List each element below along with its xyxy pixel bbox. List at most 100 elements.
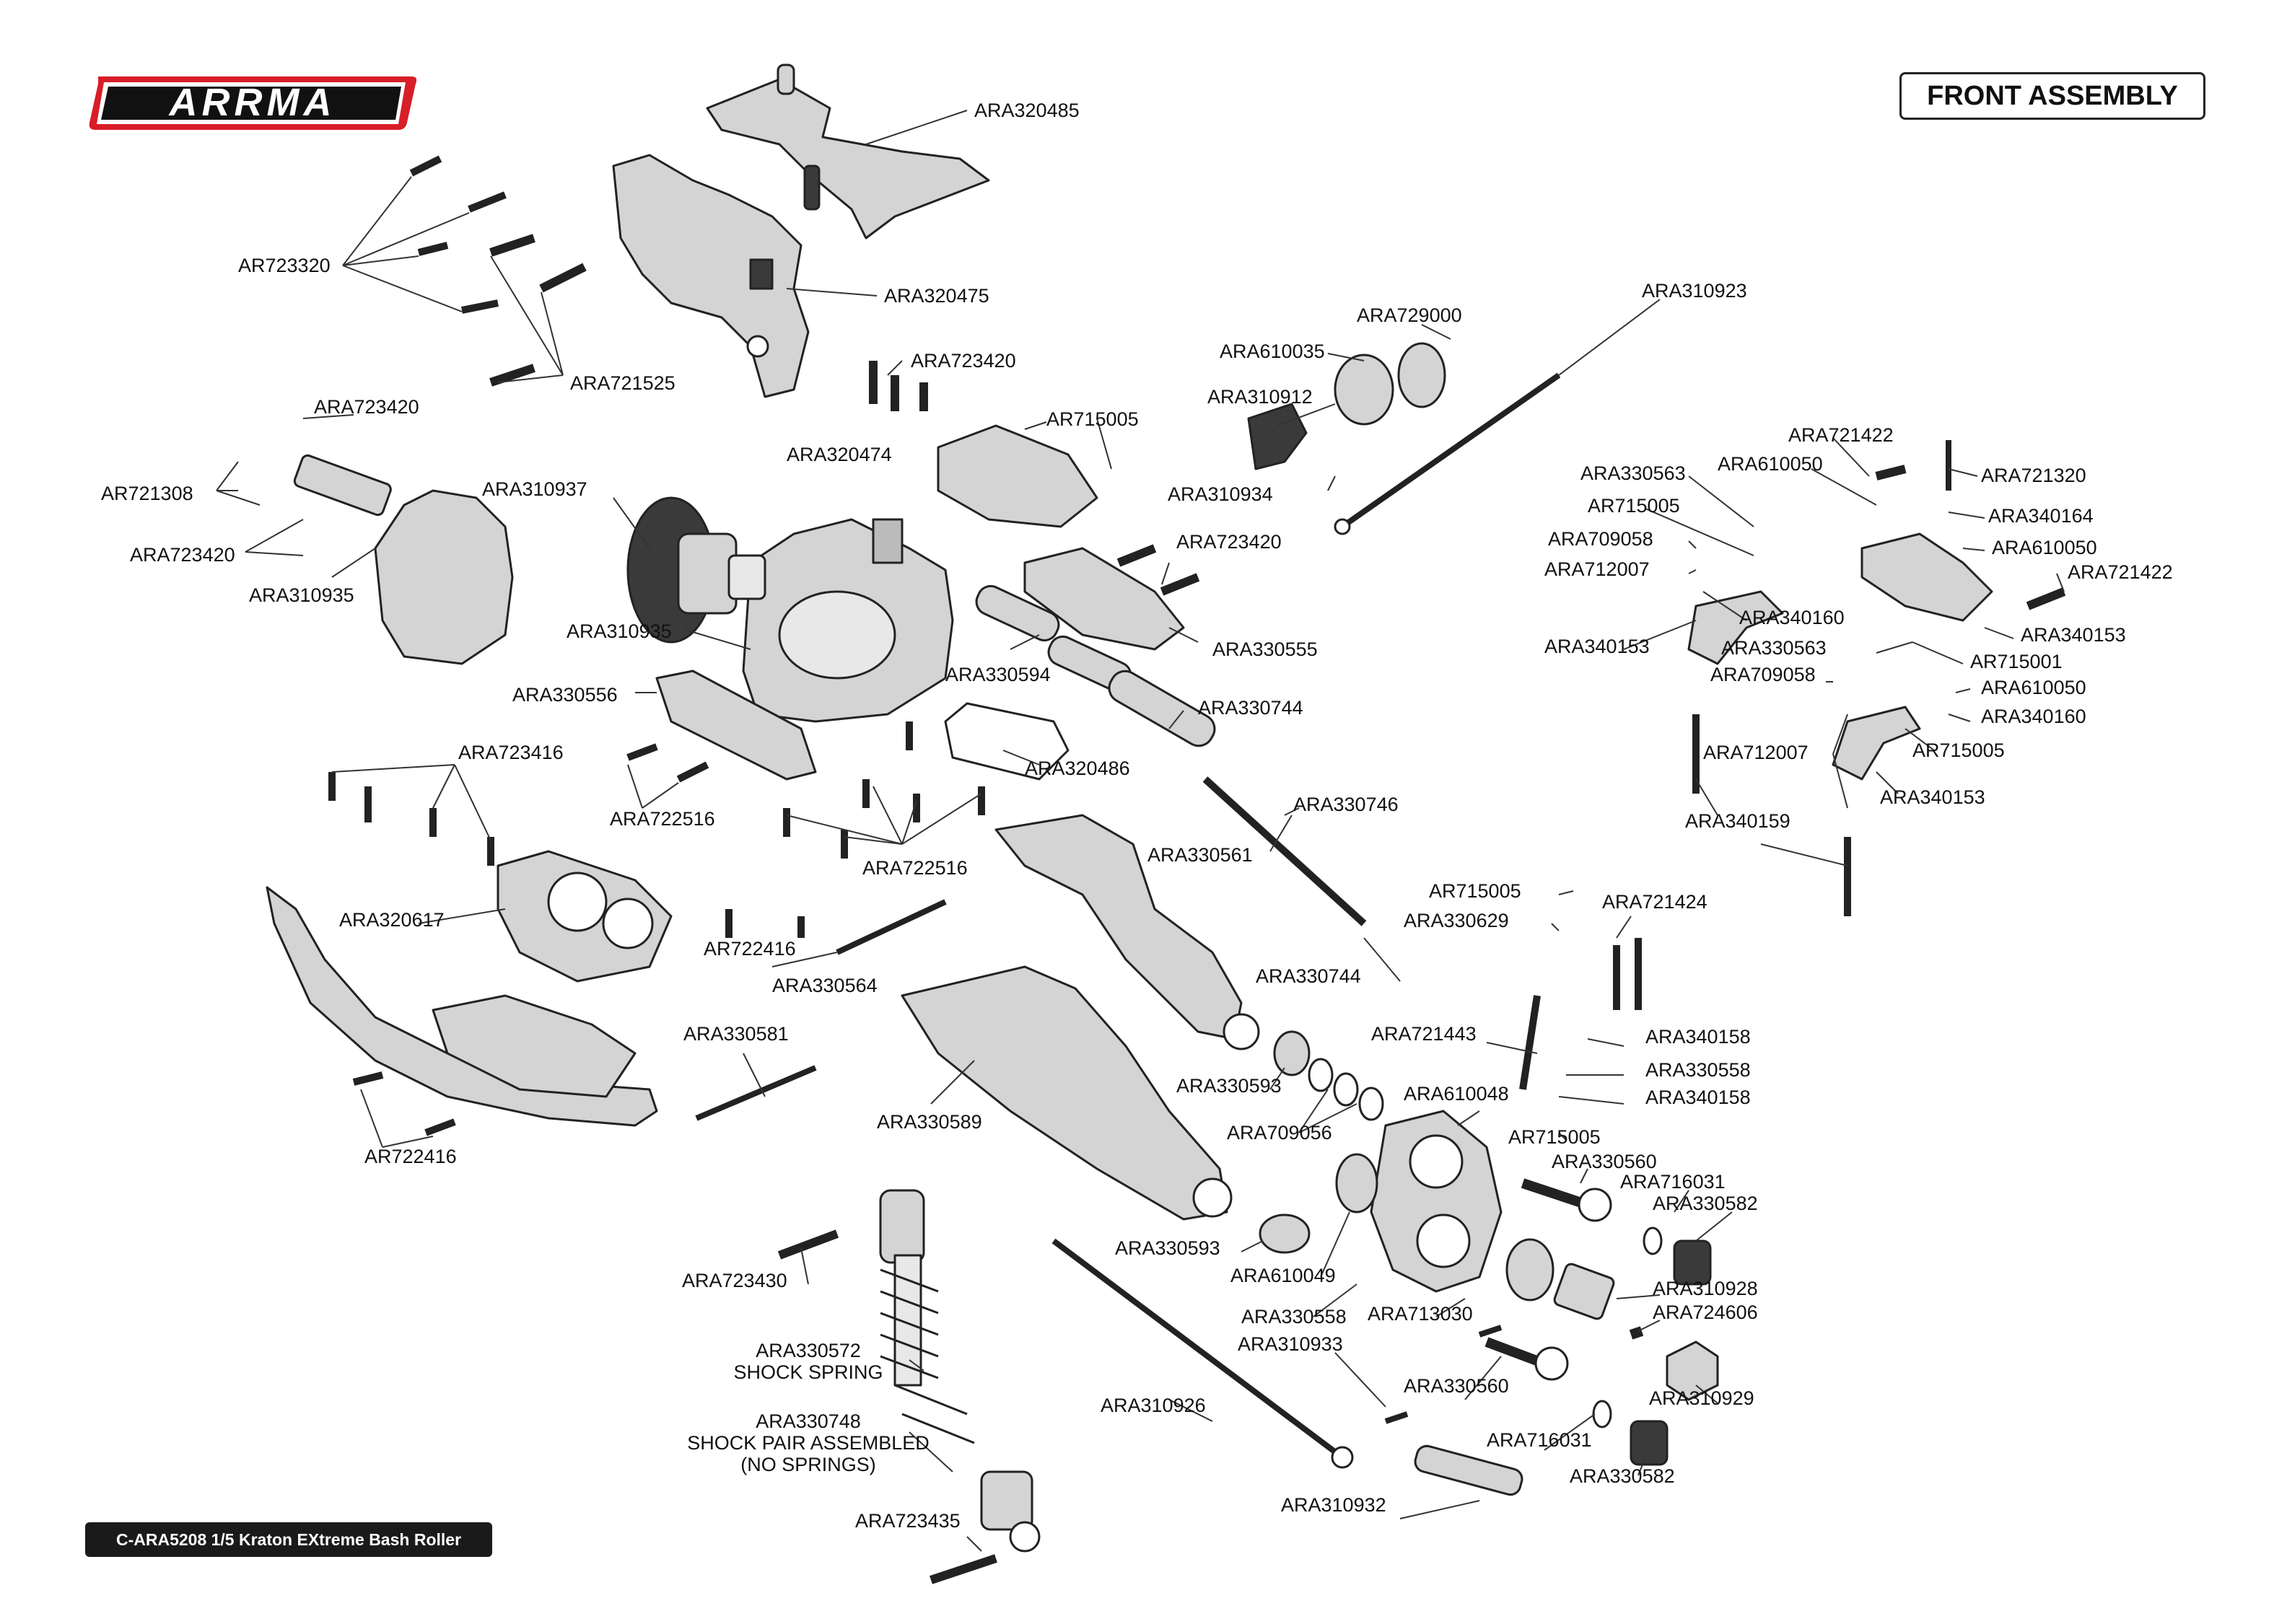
- part-label: ARA310933: [1238, 1333, 1343, 1355]
- part-label: ARA330563: [1721, 637, 1827, 659]
- shock-assembly-label: ARA330748 SHOCK PAIR ASSEMBLED (NO SPRIN…: [678, 1410, 938, 1475]
- part-label: ARA330593: [1115, 1237, 1220, 1259]
- part-label: ARA724606: [1653, 1302, 1758, 1323]
- top-plate-part: [937, 424, 1098, 528]
- part-label: ARA340153: [1544, 636, 1650, 657]
- part-label: ARA709056: [1227, 1122, 1332, 1144]
- left-bulkhead-part: [293, 454, 514, 665]
- part-label: ARA722516: [862, 857, 968, 879]
- bearing-610048-part: [1505, 1238, 1554, 1302]
- axle-part: [1414, 1444, 1523, 1496]
- part-label: ARA330558: [1241, 1306, 1347, 1327]
- part-label: ARA330564: [772, 975, 878, 996]
- part-label: ARA320617: [339, 909, 445, 931]
- part-label: AR722416: [364, 1146, 457, 1167]
- shock-spring-code: ARA330572: [756, 1340, 861, 1361]
- part-label: ARA310928: [1653, 1278, 1758, 1299]
- driveshaft-bottom-part: [1051, 1238, 1344, 1460]
- pivot-cap-upper-part: [1673, 1239, 1712, 1286]
- part-label: ARA610050: [1718, 453, 1823, 475]
- part-label: AR715005: [1046, 408, 1139, 430]
- logo-text: ARRMA: [168, 81, 336, 124]
- part-label: ARA310935: [567, 620, 672, 642]
- shock-assembly-name: SHOCK PAIR ASSEMBLED: [687, 1432, 930, 1454]
- part-label: ARA610035: [1220, 341, 1325, 362]
- part-label: ARA330560: [1552, 1151, 1657, 1172]
- bumper-part: [266, 886, 658, 1127]
- part-label: ARA712007: [1544, 558, 1650, 580]
- part-label: ARA310912: [1207, 386, 1313, 408]
- part-label: AR715005: [1588, 495, 1680, 517]
- bearing-610035-part: [1334, 354, 1394, 426]
- part-label: AR723320: [238, 255, 331, 276]
- part-label: ARA723416: [458, 742, 564, 763]
- leader-lines: [216, 110, 2065, 1552]
- part-label: ARA610050: [1992, 537, 2097, 558]
- part-label: ARA340160: [1739, 607, 1845, 628]
- part-label: ARA709058: [1548, 528, 1653, 550]
- pivot-cap-lower-part: [1630, 1420, 1669, 1466]
- hinge-pin-upper-part: [836, 899, 947, 955]
- part-label: ARA610048: [1404, 1083, 1509, 1105]
- part-label: ARA330582: [1653, 1193, 1758, 1214]
- part-label: ARA330556: [512, 684, 618, 706]
- part-label: ARA721525: [570, 372, 675, 394]
- bearing-729000-part: [1397, 342, 1446, 408]
- part-label: AR721308: [101, 483, 193, 504]
- part-label: ARA330594: [945, 664, 1051, 685]
- part-label: ARA340158: [1645, 1026, 1751, 1048]
- part-label: ARA330561: [1147, 844, 1253, 866]
- part-label: ARA340164: [1988, 505, 2094, 527]
- part-label: ARA722516: [610, 808, 715, 830]
- part-label: ARA721422: [2068, 561, 2173, 583]
- part-label: ARA721422: [1788, 424, 1894, 446]
- steering-link-part: [1108, 670, 1216, 747]
- shock-spring-name: SHOCK SPRING: [733, 1361, 883, 1383]
- part-label: ARA340153: [2021, 624, 2126, 646]
- part-label: AR715005: [1429, 880, 1521, 902]
- ball-stud-upper-part: [1521, 1178, 1590, 1210]
- part-label: ARA310937: [482, 478, 587, 500]
- part-label: ARA330629: [1404, 910, 1509, 931]
- spacer-330593-part: [1273, 1030, 1311, 1076]
- differential-part: [626, 496, 766, 644]
- screws-group: [328, 155, 2066, 1584]
- part-label: ARA721424: [1602, 891, 1707, 913]
- bumper-mount-part: [706, 63, 990, 240]
- shock-assembly-note: (NO SPRINGS): [740, 1454, 876, 1475]
- part-label: ARA320474: [787, 444, 892, 465]
- part-label: ARA712007: [1703, 742, 1809, 763]
- steering-bellcrank-part: [1860, 532, 1993, 622]
- part-label: ARA320475: [884, 285, 989, 307]
- part-label: ARA723420: [911, 350, 1016, 372]
- part-label: ARA310926: [1101, 1395, 1206, 1416]
- ball-stud-lower-part: [1484, 1337, 1547, 1369]
- part-label: ARA330589: [877, 1111, 982, 1133]
- gearbox-housing-part: [742, 518, 954, 723]
- part-label: ARA340153: [1880, 786, 1985, 808]
- part-label: ARA721443: [1371, 1023, 1477, 1045]
- part-label: AR715005: [1912, 739, 2005, 761]
- brace-part: [1023, 547, 1185, 651]
- gasket-part: [944, 702, 1070, 781]
- part-label: AR715005: [1508, 1126, 1601, 1148]
- part-label: ARA709058: [1710, 664, 1816, 685]
- steering-arm-lower-part: [1832, 706, 1921, 781]
- part-label: ARA330563: [1580, 462, 1686, 484]
- link-a-part: [975, 584, 1060, 642]
- shock-assembly-code: ARA330748: [756, 1410, 861, 1432]
- footer-caption: C-ARA5208 1/5 Kraton EXtreme Bash Roller: [85, 1522, 492, 1557]
- arrma-logo: ARRMA: [89, 76, 417, 130]
- driveshaft-top-part: [1340, 372, 1561, 530]
- part-label: ARA310923: [1642, 280, 1747, 302]
- page-title: FRONT ASSEMBLY: [1899, 72, 2205, 120]
- skid-plate-part: [655, 670, 817, 781]
- bumper-brace-part: [432, 994, 637, 1098]
- part-label: AR715001: [1970, 651, 2063, 672]
- part-label: ARA330746: [1293, 794, 1399, 815]
- part-label: ARA330558: [1645, 1059, 1751, 1081]
- part-label: ARA310932: [1281, 1494, 1386, 1516]
- part-label: ARA610049: [1230, 1265, 1336, 1286]
